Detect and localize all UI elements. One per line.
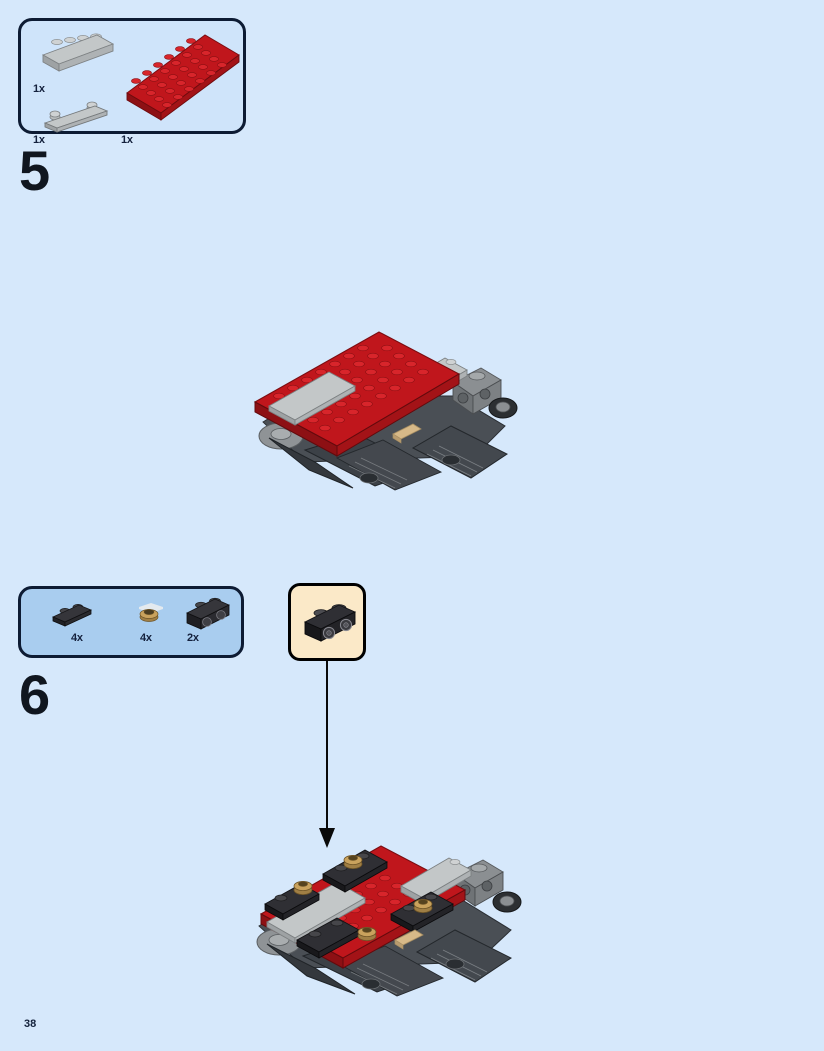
quantity-label-red-plate-6x8: 1x bbox=[121, 134, 133, 146]
quantity-label-gray-plate-1x4: 1x bbox=[33, 134, 45, 146]
step-number-5: 5 bbox=[19, 139, 50, 202]
part-black-brick-1x2-side-studs bbox=[181, 597, 235, 633]
part-pearl-gold-stud bbox=[133, 601, 169, 629]
placement-arrow-head bbox=[319, 828, 335, 848]
quantity-label-black-brick-side-studs: 2x bbox=[187, 632, 199, 644]
page-number: 38 bbox=[24, 1018, 37, 1030]
step-number-6: 6 bbox=[19, 663, 50, 726]
assembly-step-6 bbox=[245, 830, 535, 1010]
quantity-label-gray-plate-2x4: 1x bbox=[33, 83, 45, 95]
part-red-plate-6x8 bbox=[117, 31, 243, 127]
part-light-gray-plate-2x4 bbox=[35, 33, 115, 83]
placement-arrow-line bbox=[326, 661, 328, 836]
parts-callout-step-5: 1x 1x bbox=[18, 18, 246, 146]
part-light-gray-plate-1x4 bbox=[39, 101, 111, 135]
parts-callout-step-6: 4x 4x 2x bbox=[18, 586, 244, 658]
highlighted-part-detail-box bbox=[288, 583, 366, 661]
part-black-plate-1x2 bbox=[47, 601, 97, 629]
detail-black-brick-1x2-side-studs-icon bbox=[299, 602, 361, 648]
assembly-step-5 bbox=[245, 330, 535, 510]
quantity-label-black-plate-1x2: 4x bbox=[71, 632, 83, 644]
quantity-label-pearl-gold-stud: 4x bbox=[140, 632, 152, 644]
